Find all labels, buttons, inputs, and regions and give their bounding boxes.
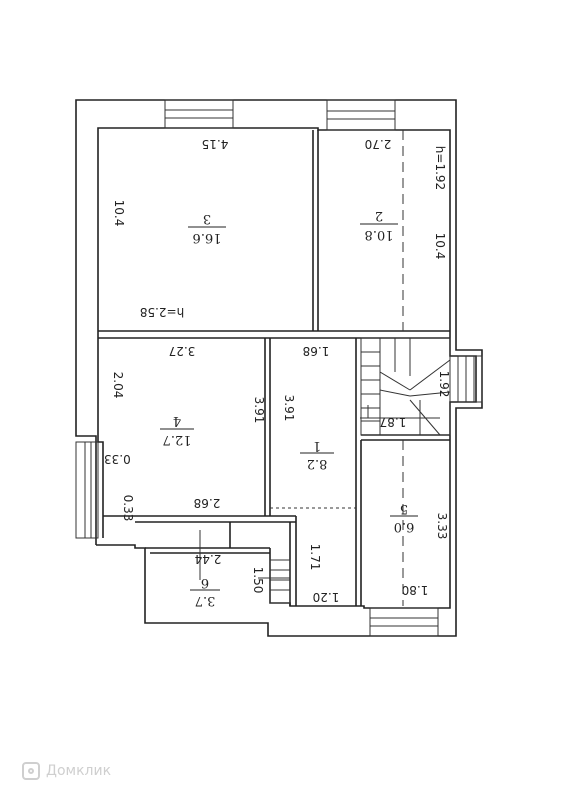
room-number: 2 — [375, 208, 383, 223]
dim-r4-top: 3.27 — [169, 344, 196, 358]
dim-r1-step: 1.71 — [308, 544, 322, 571]
room-area: 10.8 — [365, 227, 394, 242]
dim-r3-top: 4.15 — [202, 137, 229, 151]
dim-r4-bottom: 2.68 — [194, 496, 221, 510]
dim-r4-right: 3.91 — [252, 397, 266, 424]
dim-r6-top: 2.44 — [195, 552, 222, 566]
dimension-labels: 4.15 10.4 h=2.58 2.70 h=1.92 10.4 3.27 2… — [104, 137, 451, 604]
watermark: Домклик — [22, 762, 111, 780]
dim-r6-side: 1.50 — [251, 567, 265, 594]
dim-r2-height: h=1.92 — [433, 146, 447, 190]
outer-walls — [75, 99, 483, 637]
dim-r1-left: 3.91 — [282, 395, 296, 422]
dim-r4-left: 2.04 — [111, 372, 125, 399]
room-2-label: 2 10.8 — [360, 208, 398, 242]
dim-r5-bottom: 1.80 — [402, 583, 429, 597]
dim-r4-notch-a: 0.33 — [104, 452, 131, 466]
dim-r3-height: h=2.58 — [140, 305, 184, 319]
room-6-label: 6 3.7 — [190, 575, 220, 608]
room-1-label: 1 8.2 — [300, 438, 334, 471]
room-4-label: 4 12.7 — [160, 413, 194, 447]
room-area: 8.2 — [307, 456, 328, 471]
dim-r2-side: 10.4 — [433, 233, 447, 260]
room-number: 4 — [173, 413, 181, 428]
room-5-label: 5 6.0 — [390, 501, 418, 534]
room-area: 12.7 — [163, 432, 192, 447]
room-number: 6 — [201, 575, 209, 590]
dim-stair-side: 1.92 — [437, 371, 451, 398]
dim-r1-top: 1.68 — [303, 344, 330, 358]
room-3-label: 3 16.6 — [188, 211, 226, 245]
dim-r1-bottom: 1.20 — [313, 590, 340, 604]
dim-r3-side: 10.4 — [112, 200, 126, 227]
dim-r2-top: 2.70 — [365, 137, 392, 151]
dim-stair-bottom: 1.87 — [380, 415, 407, 429]
dim-r5-side: 3.33 — [435, 513, 449, 540]
domclick-logo-icon — [22, 762, 40, 780]
staircase — [360, 337, 451, 436]
watermark-text: Домклик — [46, 763, 112, 779]
windows — [75, 99, 483, 637]
room-number: 1 — [313, 438, 321, 453]
room-area: 6.0 — [394, 519, 415, 534]
small-steps — [269, 559, 291, 604]
room-number: 5 — [400, 501, 408, 516]
room-area: 3.7 — [195, 593, 216, 608]
dim-r4-notch-b: 0.33 — [121, 495, 135, 522]
dimension-lines — [199, 130, 440, 606]
room-area: 16.6 — [193, 230, 222, 245]
room-number: 3 — [203, 211, 211, 226]
